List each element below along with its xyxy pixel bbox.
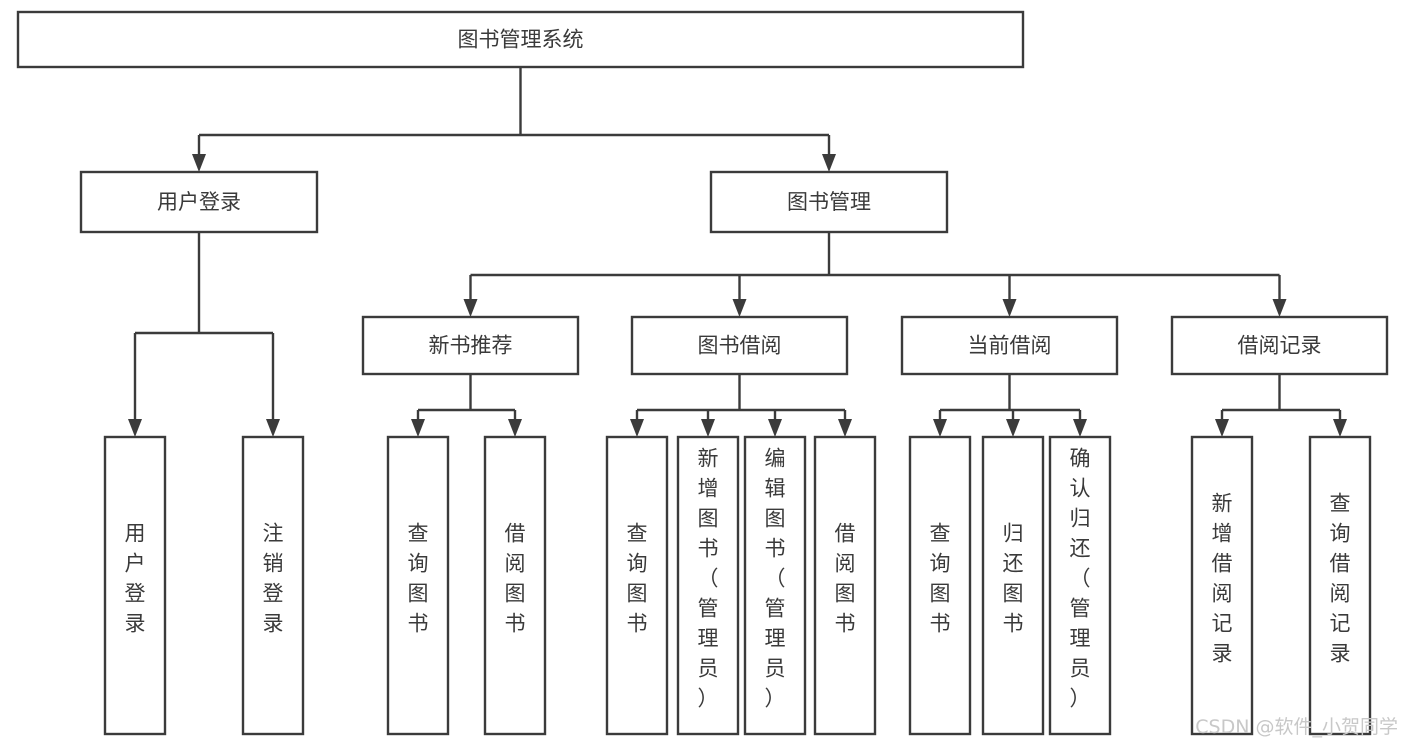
edge-book-management-arrow-1 <box>732 299 747 317</box>
node-box-leaf-borrow-query-book <box>605 435 669 736</box>
node-box-leaf-rec-query-book <box>386 435 450 736</box>
node-label-leaf-borrow-edit-book: 编辑图书（管理员） <box>765 447 786 711</box>
node-borrow-record[interactable]: 借阅记录 <box>1170 315 1389 376</box>
node-label-new-book-recommend: 新书推荐 <box>429 334 513 358</box>
node-label-leaf-current-query-book: 查询图书 <box>930 522 951 636</box>
node-label-leaf-record-add: 新增借阅记录 <box>1212 492 1233 666</box>
edge-borrow-record-arrow-0 <box>1215 419 1229 437</box>
node-label-leaf-current-return-book: 归还图书 <box>1003 522 1024 636</box>
node-leaf-rec-query-book[interactable]: 查询图书 <box>386 435 450 736</box>
edge-user-login-arrow-1 <box>266 419 280 437</box>
edge-book-management-arrow-3 <box>1272 299 1287 317</box>
edge-book-borrow-arrow-2 <box>768 419 782 437</box>
edge-book-management-arrow-2 <box>1002 299 1017 317</box>
node-user-login[interactable]: 用户登录 <box>79 170 319 234</box>
edge-new-book-recommend-arrow-1 <box>508 419 522 437</box>
edge-new-book-recommend-arrow-0 <box>411 419 425 437</box>
node-leaf-borrow-borrow-book[interactable]: 借阅图书 <box>813 435 877 736</box>
node-label-leaf-rec-borrow-book: 借阅图书 <box>505 522 526 636</box>
node-label-book-management: 图书管理 <box>787 190 871 214</box>
node-label-leaf-rec-query-book: 查询图书 <box>408 522 429 636</box>
node-leaf-user-login[interactable]: 用户登录 <box>103 435 167 736</box>
edge-user-login-arrow-0 <box>128 419 142 437</box>
node-box-book-management <box>709 170 949 234</box>
node-boxes-layer: 图书管理系统用户登录图书管理新书推荐图书借阅当前借阅借阅记录用户登录注销登录查询… <box>16 10 1389 736</box>
node-leaf-record-add[interactable]: 新增借阅记录 <box>1190 435 1254 736</box>
node-box-leaf-user-login <box>103 435 167 736</box>
node-box-leaf-user-logout <box>241 435 305 736</box>
node-leaf-current-confirm-return[interactable]: 确认归还（管理员） <box>1048 435 1112 736</box>
edge-book-borrow-arrow-3 <box>838 419 852 437</box>
node-label-leaf-user-logout: 注销登录 <box>263 522 284 636</box>
node-box-leaf-rec-borrow-book <box>483 435 547 736</box>
node-book-borrow[interactable]: 图书借阅 <box>630 315 849 376</box>
node-box-leaf-borrow-borrow-book <box>813 435 877 736</box>
node-box-leaf-record-query <box>1308 435 1372 736</box>
node-leaf-borrow-add-book[interactable]: 新增图书（管理员） <box>676 435 740 736</box>
edge-current-borrow-arrow-2 <box>1073 419 1087 437</box>
edge-book-management-arrow-0 <box>463 299 478 317</box>
connector-edges-layer <box>128 67 1347 437</box>
node-leaf-borrow-query-book[interactable]: 查询图书 <box>605 435 669 736</box>
node-label-leaf-record-query: 查询借阅记录 <box>1330 492 1351 666</box>
node-box-leaf-borrow-edit-book <box>743 435 807 736</box>
node-label-current-borrow: 当前借阅 <box>968 334 1052 358</box>
edge-borrow-record-arrow-1 <box>1333 419 1347 437</box>
node-box-leaf-current-query-book <box>908 435 972 736</box>
node-label-leaf-user-login: 用户登录 <box>125 522 146 636</box>
node-box-new-book-recommend <box>361 315 580 376</box>
node-label-user-login: 用户登录 <box>157 190 241 214</box>
node-box-leaf-record-add <box>1190 435 1254 736</box>
node-label-leaf-borrow-borrow-book: 借阅图书 <box>835 522 856 636</box>
node-label-book-borrow: 图书借阅 <box>698 334 782 358</box>
node-box-leaf-current-return-book <box>981 435 1045 736</box>
node-leaf-rec-borrow-book[interactable]: 借阅图书 <box>483 435 547 736</box>
node-box-root <box>16 10 1025 69</box>
node-box-user-login <box>79 170 319 234</box>
node-label-leaf-borrow-query-book: 查询图书 <box>627 522 648 636</box>
node-leaf-current-return-book[interactable]: 归还图书 <box>981 435 1045 736</box>
node-book-management[interactable]: 图书管理 <box>709 170 949 234</box>
node-box-book-borrow <box>630 315 849 376</box>
node-box-leaf-borrow-add-book <box>676 435 740 736</box>
node-leaf-record-query[interactable]: 查询借阅记录 <box>1308 435 1372 736</box>
csdn-watermark: CSDN @软件_小贺同学 <box>1195 716 1398 738</box>
node-label-leaf-current-confirm-return: 确认归还（管理员） <box>1070 447 1091 711</box>
node-box-borrow-record <box>1170 315 1389 376</box>
node-label-root: 图书管理系统 <box>458 28 584 52</box>
edge-book-borrow-arrow-1 <box>701 419 715 437</box>
node-leaf-current-query-book[interactable]: 查询图书 <box>908 435 972 736</box>
node-current-borrow[interactable]: 当前借阅 <box>900 315 1119 376</box>
edge-current-borrow-arrow-1 <box>1006 419 1020 437</box>
node-leaf-user-logout[interactable]: 注销登录 <box>241 435 305 736</box>
node-new-book-recommend[interactable]: 新书推荐 <box>361 315 580 376</box>
node-leaf-borrow-edit-book[interactable]: 编辑图书（管理员） <box>743 435 807 736</box>
node-label-borrow-record: 借阅记录 <box>1238 334 1322 358</box>
node-root[interactable]: 图书管理系统 <box>16 10 1025 69</box>
edge-book-borrow-arrow-0 <box>630 419 644 437</box>
edge-current-borrow-arrow-0 <box>933 419 947 437</box>
node-box-current-borrow <box>900 315 1119 376</box>
edge-root-arrow-1 <box>822 154 836 172</box>
node-label-leaf-borrow-add-book: 新增图书（管理员） <box>698 447 719 711</box>
node-box-leaf-current-confirm-return <box>1048 435 1112 736</box>
edge-root-arrow-0 <box>192 154 206 172</box>
